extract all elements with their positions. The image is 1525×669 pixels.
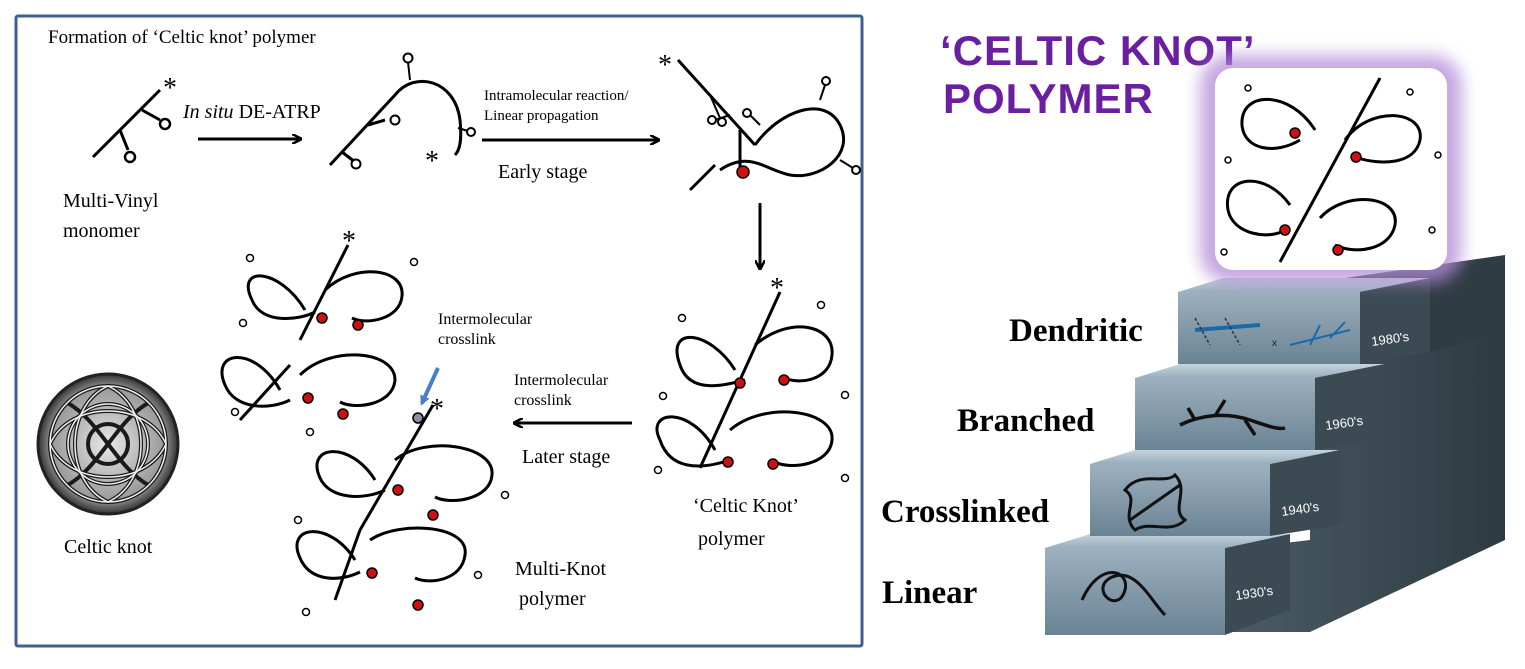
multi-knot-polymer: * *: [220, 226, 510, 617]
later-stage-label: Later stage: [522, 446, 610, 468]
step-branched-top: [1135, 364, 1385, 378]
step-linear-top: [1045, 534, 1290, 548]
staircase-title-1: ‘CELTIC KNOT’: [940, 27, 1256, 74]
year-linear: 1930's: [1234, 583, 1274, 603]
year-dendritic: 1980's: [1370, 329, 1410, 349]
celtic-knot-label: Celtic knot: [64, 536, 153, 558]
step2-label-2: Linear propagation: [484, 108, 599, 124]
celtic-polymer-star: *: [770, 273, 784, 304]
step1-italic: In situ: [182, 101, 234, 123]
growing-chain: *: [328, 52, 476, 177]
multiknot-star-mid: *: [430, 394, 444, 425]
step-crosslinked-side: [1270, 450, 1340, 536]
year-branched: 1960's: [1324, 413, 1364, 433]
step2-label-1: Intramolecular reaction/: [484, 88, 629, 104]
step1-rest: DE-ATRP: [234, 101, 321, 123]
label-crosslinked: Crosslinked: [881, 494, 1049, 530]
step1-label: In situ DE-ATRP: [182, 101, 321, 123]
step-branched-side: [1315, 364, 1385, 450]
early-knot-star: *: [658, 50, 672, 81]
staircase-title-2: POLYMER: [943, 75, 1154, 122]
intermolecular-label-a1: Intermolecular: [514, 372, 609, 389]
branched-polymer-icon: [1179, 399, 1286, 436]
step-crosslinked-top: [1090, 450, 1340, 464]
multiknot-star-top: *: [342, 226, 356, 257]
step-linear-side: [1225, 534, 1290, 635]
early-knot: *: [658, 50, 861, 192]
monomer-structure: *: [91, 73, 177, 164]
stair-top-block: [1430, 255, 1505, 352]
linear-polymer-icon: [1080, 571, 1167, 617]
celtic-knot-image: [36, 372, 180, 516]
monomer-label-2: monomer: [63, 220, 140, 242]
knot-box-polymer: [1220, 77, 1442, 263]
year-crosslinked: 1940's: [1280, 499, 1320, 519]
label-dendritic: Dendritic: [1009, 313, 1143, 349]
crosslinked-polymer-icon: [1122, 472, 1188, 532]
dendritic-polymer-icon: x: [1194, 317, 1351, 349]
label-branched: Branched: [957, 403, 1095, 439]
step-linear-front: [1045, 548, 1225, 635]
label-linear: Linear: [882, 575, 977, 611]
multiknot-label-1: Multi-Knot: [515, 558, 607, 580]
scheme-frame: [14, 14, 864, 648]
crosslink-pointer-arrow: [420, 367, 440, 406]
chain-star: *: [425, 146, 439, 177]
step-dendritic-side: [1360, 278, 1430, 364]
dendritic-cross-mark: x: [1272, 338, 1277, 349]
monomer-label-1: Multi-Vinyl: [63, 190, 159, 212]
celtic-knot-polymer: *: [653, 273, 850, 483]
early-stage-label: Early stage: [498, 161, 588, 183]
monomer-star: *: [163, 73, 177, 104]
scheme-title: Formation of ‘Celtic knot’ polymer: [48, 27, 316, 48]
intermolecular-label-b1: Intermolecular: [438, 311, 533, 328]
multiknot-label-2: polymer: [519, 588, 586, 610]
intermolecular-label-b2: crosslink: [438, 331, 496, 348]
celtic-polymer-label-2: polymer: [698, 528, 765, 550]
celtic-polymer-label-1: ‘Celtic Knot’: [693, 495, 799, 517]
intermolecular-label-a2: crosslink: [514, 392, 572, 409]
